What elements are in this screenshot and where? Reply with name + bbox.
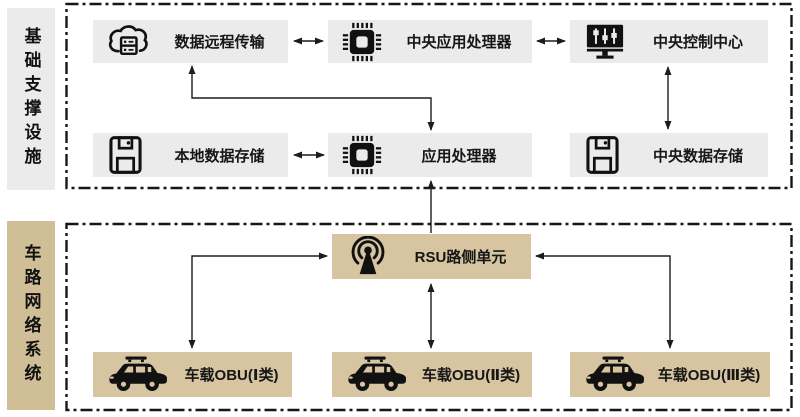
node-local-data-storage: 本地数据存储 <box>93 133 288 177</box>
node-obu-class2: 车载OBU(Ⅱ类) <box>332 352 532 397</box>
cpu-chip-icon <box>342 22 394 62</box>
node-data-remote-transmission: 数据远程传输 <box>93 20 288 63</box>
node-obu-class1: 车载OBU(Ⅰ类) <box>93 352 292 397</box>
cloud-server-icon <box>107 23 159 60</box>
node-label: 应用处理器 <box>421 147 497 165</box>
node-rsu-roadside-unit: RSU路侧单元 <box>332 234 531 279</box>
arrow-remote-appprocessor <box>188 65 435 131</box>
node-label: 中央控制中心 <box>652 34 743 51</box>
node-label: 车载OBU(Ⅰ类) <box>184 367 279 384</box>
node-label: 中央数据存储 <box>652 147 743 165</box>
car-icon <box>107 354 179 395</box>
node-central-control-center: 中央控制中心 <box>570 20 768 63</box>
antenna-broadcast-icon <box>346 236 398 277</box>
node-obu-class3: 车载OBU(Ⅲ类) <box>570 352 770 397</box>
node-label: RSU路侧单元 <box>414 249 507 266</box>
storage-disk-icon <box>107 135 159 175</box>
node-app-processor: 应用处理器 <box>328 133 532 177</box>
car-icon <box>346 354 418 395</box>
cpu-chip-icon <box>342 135 394 175</box>
sidebar-infrastructure-label: 基础支撑设施 <box>21 27 41 171</box>
storage-disk-icon <box>584 135 636 175</box>
sidebar-infrastructure: 基础支撑设施 <box>7 8 55 190</box>
arrow-rsu-obu1 <box>188 252 328 349</box>
sidebar-vehicle-network: 车路网络系统 <box>7 221 55 410</box>
car-icon <box>584 354 656 395</box>
node-label: 车载OBU(Ⅱ类) <box>421 367 521 384</box>
control-monitor-icon <box>584 23 636 61</box>
node-central-app-processor: 中央应用处理器 <box>328 20 532 63</box>
node-label: 车载OBU(Ⅲ类) <box>657 367 761 384</box>
sidebar-vehicle-network-label: 车路网络系统 <box>21 243 41 388</box>
node-central-data-storage: 中央数据存储 <box>570 133 768 177</box>
node-label: 中央应用处理器 <box>406 34 512 51</box>
node-label: 本地数据存储 <box>174 147 265 165</box>
node-label: 数据远程传输 <box>174 34 265 51</box>
arrow-rsu-obu3 <box>535 252 674 349</box>
